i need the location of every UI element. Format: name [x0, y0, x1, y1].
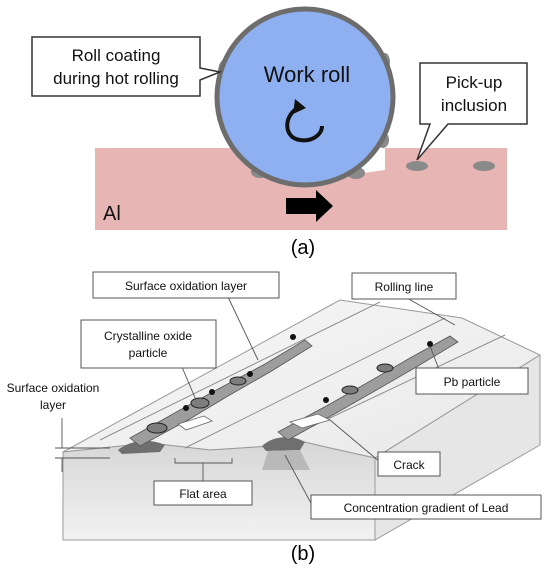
leader-lines: [55, 296, 456, 506]
leader-surface-oxidation-layer: [227, 296, 259, 361]
label-box-flat-area: [153, 480, 253, 506]
work-roll-label: Work roll: [264, 62, 350, 87]
crack-flake: [177, 415, 213, 431]
pick-up-inclusion-1: [406, 161, 428, 171]
label-box-pb-particle: [415, 367, 529, 395]
label-pb-particle: Pb particle: [444, 375, 501, 389]
callout-roll-coating-line1: Roll coating: [72, 46, 161, 65]
label-box-crystalline-oxide: [80, 319, 217, 369]
callout-pick-up-inclusion: [416, 62, 528, 161]
label-box-rolling-line: [351, 272, 457, 300]
callout-roll-coating: [31, 36, 223, 97]
label-box-surface-oxidation-layer: [92, 271, 280, 299]
pb-particle: [247, 371, 253, 377]
label-crystalline-oxide-line2: particle: [129, 346, 168, 360]
rolling-direction-arrow-icon: [286, 190, 333, 222]
panel-b-caption: (b): [291, 543, 315, 565]
leader-flat-area: [174, 458, 233, 483]
leader-rolling-line: [404, 296, 456, 326]
pb-particle: [290, 334, 296, 340]
pb-particle: [427, 341, 433, 347]
label-surface-oxidation-side-line2: layer: [40, 398, 66, 412]
crystalline-oxide-particle: [229, 376, 247, 386]
crystalline-oxide-particle: [341, 385, 359, 395]
crystalline-oxide-particle: [146, 422, 168, 434]
pb-particle: [183, 405, 189, 411]
oxide-ridge-left: [129, 339, 313, 447]
crystalline-oxide-particle: [190, 397, 210, 409]
work-roll: [214, 6, 396, 188]
label-box-crack: [377, 451, 441, 477]
leader-concentration-gradient: [284, 454, 313, 506]
panel-a-caption: (a): [291, 237, 315, 259]
leader-crystalline-oxide: [181, 366, 197, 401]
crystalline-oxide-particle: [376, 363, 394, 373]
label-crack: Crack: [393, 458, 425, 472]
callout-pick-up-line2: inclusion: [441, 96, 507, 115]
label-flat-area: Flat area: [179, 487, 227, 501]
label-rolling-line: Rolling line: [375, 280, 434, 294]
groove-right: [262, 437, 305, 451]
rolling-line-rear: [99, 301, 381, 441]
panel-b: Surface oxidation layer Rolling line Cry…: [7, 271, 542, 565]
panel-a: Work roll Al Roll coating during hot rol…: [31, 6, 528, 259]
label-crystalline-oxide-line1: Crystalline oxide: [104, 329, 192, 343]
label-surface-oxidation-side-line1: Surface oxidation: [7, 381, 100, 395]
label-surface-oxidation-layer: Surface oxidation layer: [125, 279, 247, 293]
rotation-arrowhead-icon: [293, 99, 306, 114]
callout-pick-up-line1: Pick-up: [446, 73, 503, 92]
label-box-concentration-gradient: [310, 494, 542, 520]
pb-particle: [209, 389, 215, 395]
groove-left: [118, 440, 165, 454]
label-concentration-gradient: Concentration gradient of Lead: [344, 501, 509, 515]
rotation-arrow-icon: [285, 105, 324, 143]
aluminium-label: Al: [103, 203, 121, 225]
callout-roll-coating-line2: during hot rolling: [53, 69, 179, 88]
leader-crack: [329, 419, 381, 463]
concentration-gradient-shading: [262, 450, 310, 470]
rolling-line-mid: [184, 317, 446, 449]
pb-particle: [323, 397, 329, 403]
surface-oxidation-thickness-marker: [55, 418, 110, 472]
pick-up-inclusion-2: [473, 161, 495, 171]
